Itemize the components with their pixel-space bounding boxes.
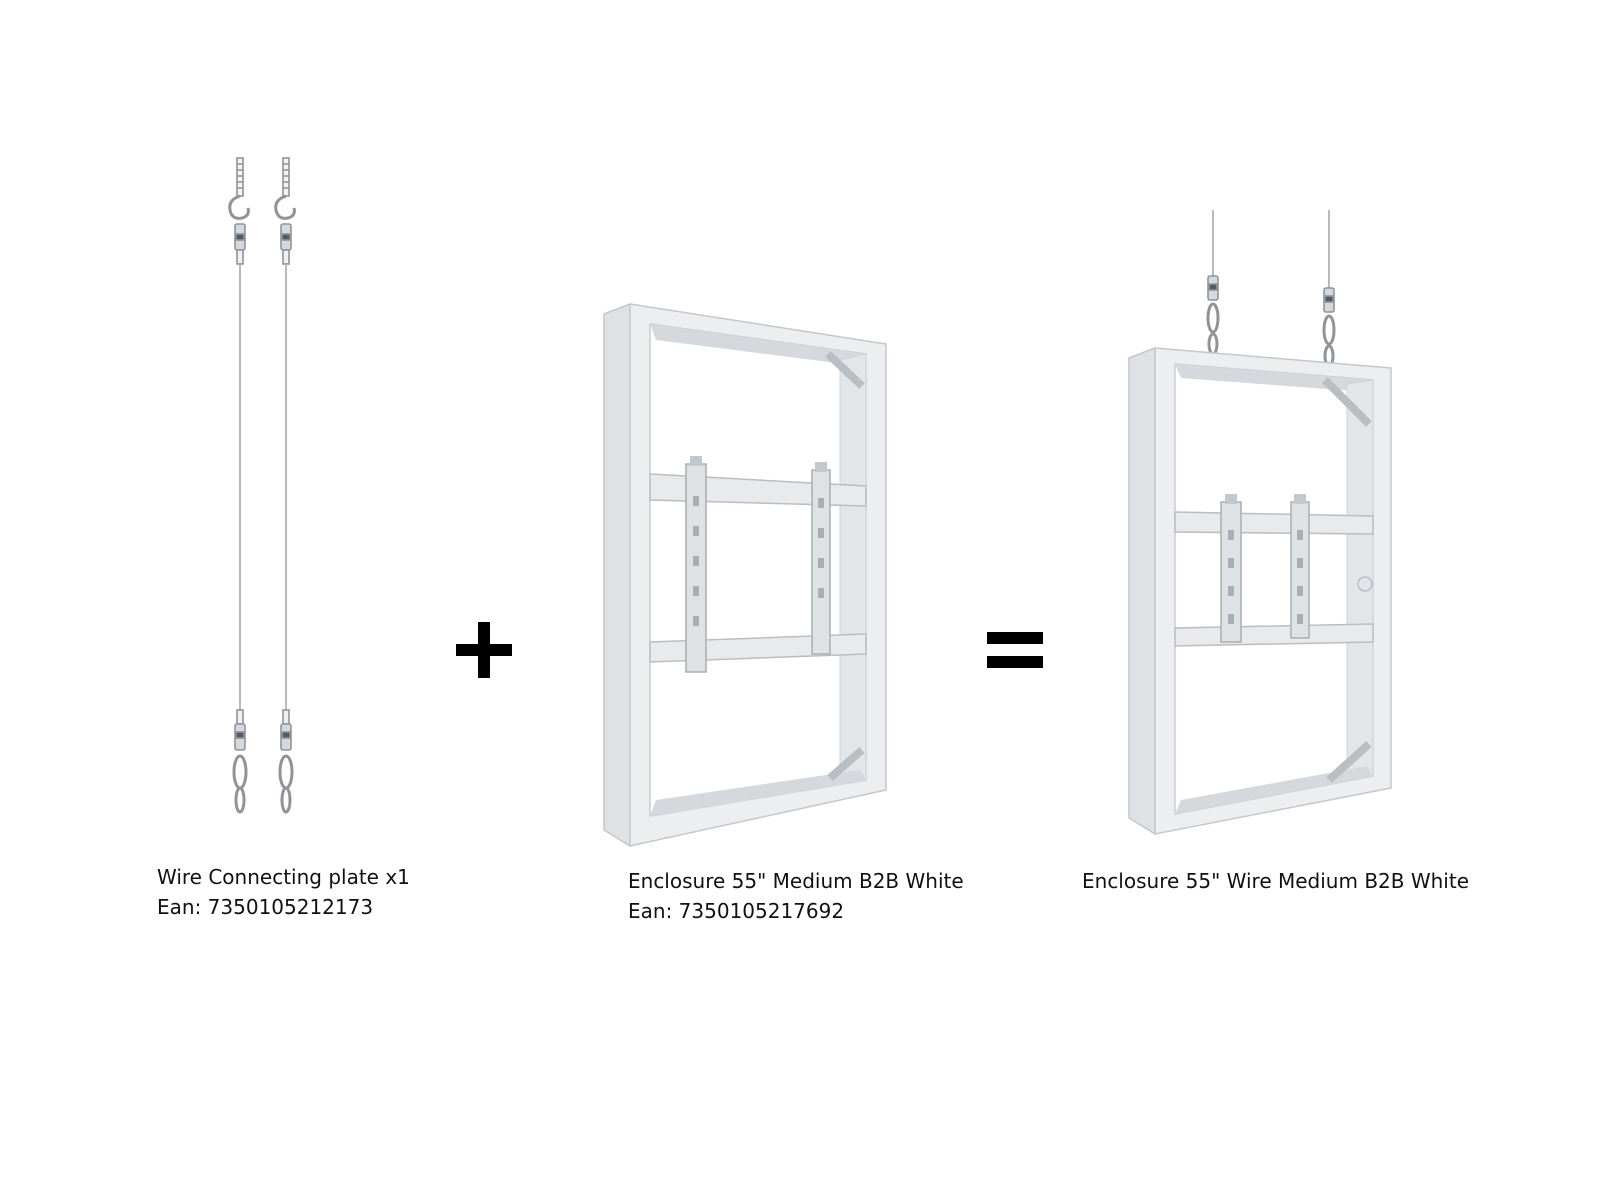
plus-icon (456, 622, 512, 678)
result-caption: Enclosure 55" Wire Medium B2B White (1082, 866, 1469, 896)
equals-icon (987, 632, 1043, 668)
wire-kit-caption: Wire Connecting plate x1 Ean: 7350105212… (157, 862, 410, 922)
result-name: Enclosure 55" Wire Medium B2B White (1082, 869, 1469, 893)
enclosure-product (600, 300, 890, 850)
wire-hanging-kit-icon (228, 156, 296, 814)
enclosure-caption: Enclosure 55" Medium B2B White Ean: 7350… (628, 866, 964, 926)
enclosure-name: Enclosure 55" Medium B2B White (628, 869, 964, 893)
result-product (1125, 210, 1415, 850)
enclosure-ean: Ean: 7350105217692 (628, 899, 845, 923)
wire-kit-product (220, 150, 320, 830)
enclosure-with-wires-icon (1128, 210, 1392, 836)
equals-operator (985, 630, 1045, 670)
wire-kit-ean: Ean: 7350105212173 (157, 895, 374, 919)
plus-operator (454, 620, 514, 680)
enclosure-frame-icon (603, 302, 887, 848)
wire-kit-name: Wire Connecting plate x1 (157, 865, 410, 889)
